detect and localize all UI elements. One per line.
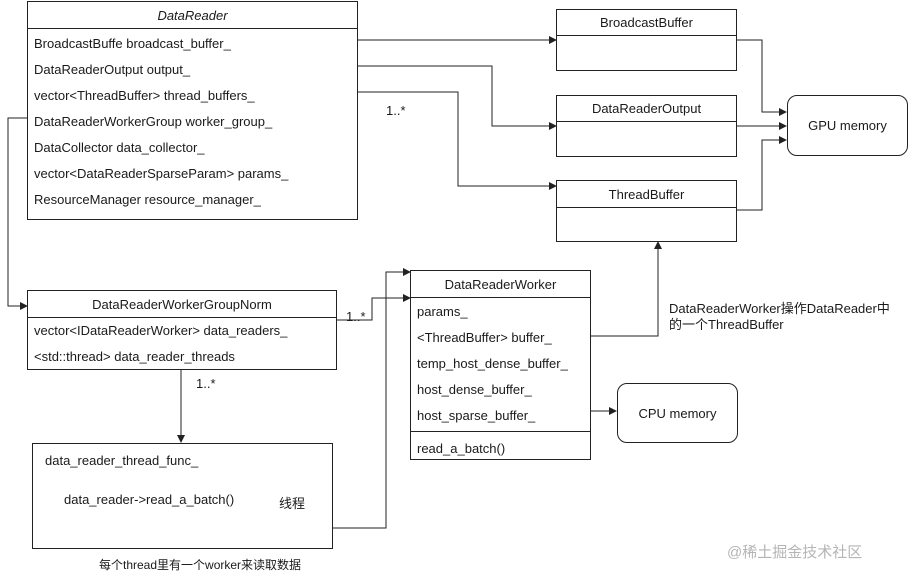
datareaderworker-title: DataReaderWorker [411,271,590,298]
arrow-threadbuffer-to-gpu [737,136,787,211]
workergroupnorm-class: DataReaderWorkerGroupNorm vector<IDataRe… [27,290,337,370]
datareader-field-workergroup: DataReaderWorkerGroup worker_group_ [34,114,273,129]
workergroupnorm-title: DataReaderWorkerGroupNorm [28,291,336,318]
worker-method-readbatch: read_a_batch() [417,441,506,456]
cpu-memory-label: CPU memory [638,405,717,421]
arrow-threadbuffers-to-threadbuffer [357,91,557,190]
threadbuffer-class: ThreadBuffer [556,180,737,242]
gpu-memory-label: GPU memory [808,118,887,133]
datareader-field-broadcast: BroadcastBuffe broadcast_buffer_ [34,36,231,51]
broadcastbuffer-title: BroadcastBuffer [557,10,736,36]
datareader-field-collector: DataCollector data_collector_ [34,140,205,155]
thread-label: 线程 [279,496,306,511]
worker-field-temphostdense: temp_host_dense_buffer_ [417,356,568,371]
threadbuffer-title: ThreadBuffer [557,181,736,208]
arrow-workergroup-to-groupnorm [7,117,28,310]
multiplicity-datareaders: 1..* [346,309,366,324]
cpu-memory-node: CPU memory [617,383,738,443]
arrow-groupnorm-to-worker [337,294,411,321]
worker-field-buffer: <ThreadBuffer> buffer_ [417,330,552,345]
watermark: @稀土掘金技术社区 [727,544,863,561]
workergroupnorm-field-threads: <std::thread> data_reader_threads [34,349,235,364]
threadfunc-title: data_reader_thread_func_ [45,453,199,468]
datareader-field-resourcemanager: ResourceManager resource_manager_ [34,192,261,207]
threadfunc-call: data_reader->read_a_batch() [64,492,235,507]
multiplicity-threadbuffers: 1..* [386,103,406,118]
gpu-memory-node: GPU memory [787,95,908,156]
datareaderoutput-class: DataReaderOutput [556,95,737,157]
datareaderworker-class: DataReaderWorker params_ <ThreadBuffer> … [410,270,591,460]
workergroupnorm-field-datareaders: vector<IDataReaderWorker> data_readers_ [34,323,288,338]
worker-method-separator [411,431,590,432]
multiplicity-threads: 1..* [196,376,216,391]
datareader-title: DataReader [28,2,357,29]
datareader-field-params: vector<DataReaderSparseParam> params_ [34,166,289,181]
broadcastbuffer-class: BroadcastBuffer [556,9,737,71]
worker-field-params: params_ [417,304,468,319]
worker-field-hostsparse: host_sparse_buffer_ [417,408,536,423]
thread-note: 每个thread里有一个worker来读取数据 [99,558,302,572]
datareader-field-threadbuffers: vector<ThreadBuffer> thread_buffers_ [34,88,255,103]
arrow-output-to-datareaderoutput [357,65,557,130]
worker-note-line1: DataReaderWorker操作DataReader中 [669,301,890,316]
arrow-broadcastbuffer-to-gpu [737,39,787,116]
arrow-buffer-to-threadbuffer [591,241,662,337]
worker-field-hostdense: host_dense_buffer_ [417,382,532,397]
datareaderoutput-title: DataReaderOutput [557,96,736,122]
worker-note-line2: 的一个ThreadBuffer [669,317,784,332]
datareader-field-output: DataReaderOutput output_ [34,62,191,77]
datareader-class: DataReader BroadcastBuffe broadcast_buff… [27,1,358,220]
threadfunc-box: data_reader_thread_func_ data_reader->re… [32,443,333,549]
